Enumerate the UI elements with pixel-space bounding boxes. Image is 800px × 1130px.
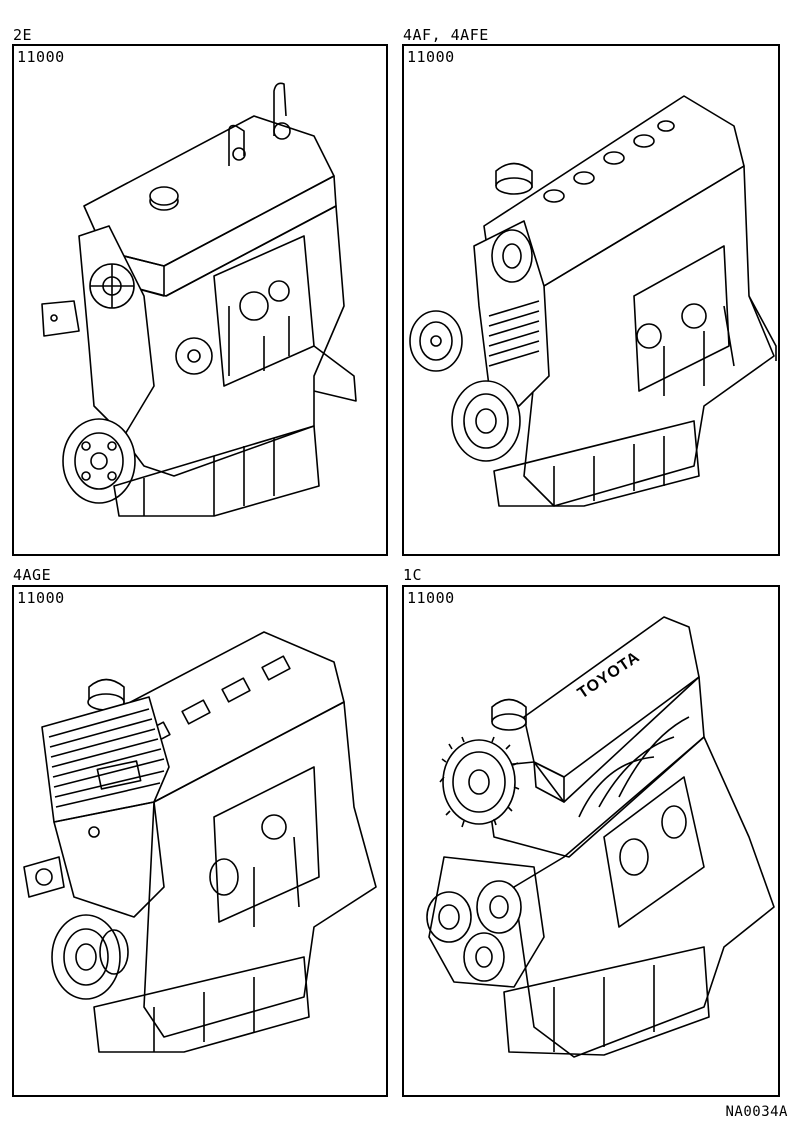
engine-panel-4af-4afe: 11000 <box>402 44 780 556</box>
engine-label-4af-4afe: 4AF, 4AFE <box>403 26 489 44</box>
engine-label-2e: 2E <box>13 26 33 44</box>
engine-label-1c: 1C <box>403 566 423 584</box>
engine-drawing-1c: TOYOTA <box>404 587 778 1095</box>
engine-panel-2e: 11000 <box>12 44 388 556</box>
part-number-1c: 11000 <box>407 589 455 607</box>
engine-label-4age: 4AGE <box>13 566 52 584</box>
engine-drawing-2e <box>14 46 386 554</box>
engine-drawing-4af-4afe <box>404 46 778 554</box>
part-number-2e: 11000 <box>17 48 65 66</box>
figure-id: NA0034A <box>725 1104 788 1120</box>
engine-panel-4age: 11000 <box>12 585 388 1097</box>
engine-drawing-4age <box>14 587 386 1095</box>
engine-panel-1c: 11000 TOYOTA <box>402 585 780 1097</box>
part-number-4age: 11000 <box>17 589 65 607</box>
part-number-4af-4afe: 11000 <box>407 48 455 66</box>
